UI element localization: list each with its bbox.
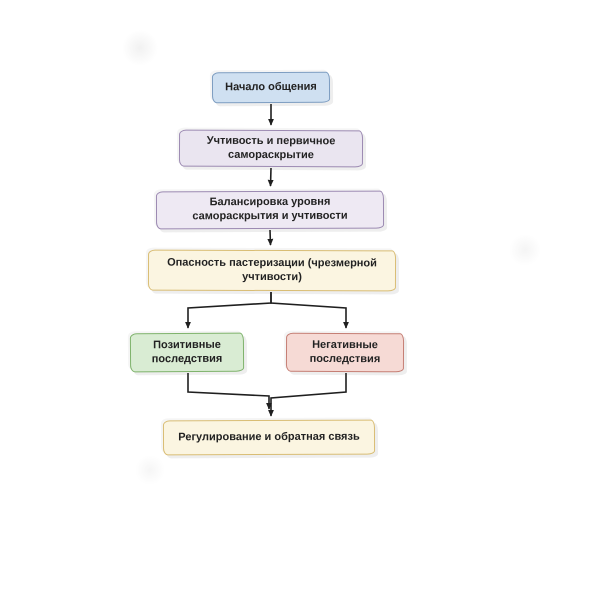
node-politeness-label: Учтивость и первичное самораскрытие: [206, 134, 336, 161]
node-positive-label: Позитивные последствия: [151, 338, 223, 365]
arrow-danger-positive: [185, 292, 272, 329]
node-danger: Опасность пастеризации (чрезмерной учтив…: [147, 249, 397, 292]
node-regulation: Регулирование и обратная связь: [162, 419, 376, 456]
node-negative: Негативные последствия: [285, 332, 405, 373]
arrow-balance-danger: [267, 229, 274, 246]
arrow-negative-regulation: [268, 373, 347, 417]
arrow-positive-regulation: [187, 373, 272, 410]
arrow-danger-negative: [270, 292, 349, 329]
node-negative-label: Негативные последствия: [309, 338, 381, 365]
node-start-label: Начало общения: [225, 80, 317, 93]
node-start: Начало общения: [211, 71, 331, 104]
node-positive: Позитивные последствия: [129, 332, 245, 373]
node-danger-label: Опасность пастеризации (чрезмерной учтив…: [167, 256, 377, 283]
node-politeness: Учтивость и первичное самораскрытие: [178, 129, 364, 168]
node-balance-label: Балансировка уровня самораскрытия и учти…: [192, 196, 348, 223]
node-regulation-label: Регулирование и обратная связь: [178, 430, 360, 443]
node-balance: Балансировка уровня самораскрытия и учти…: [155, 190, 385, 230]
arrow-politeness-balance: [267, 167, 274, 187]
